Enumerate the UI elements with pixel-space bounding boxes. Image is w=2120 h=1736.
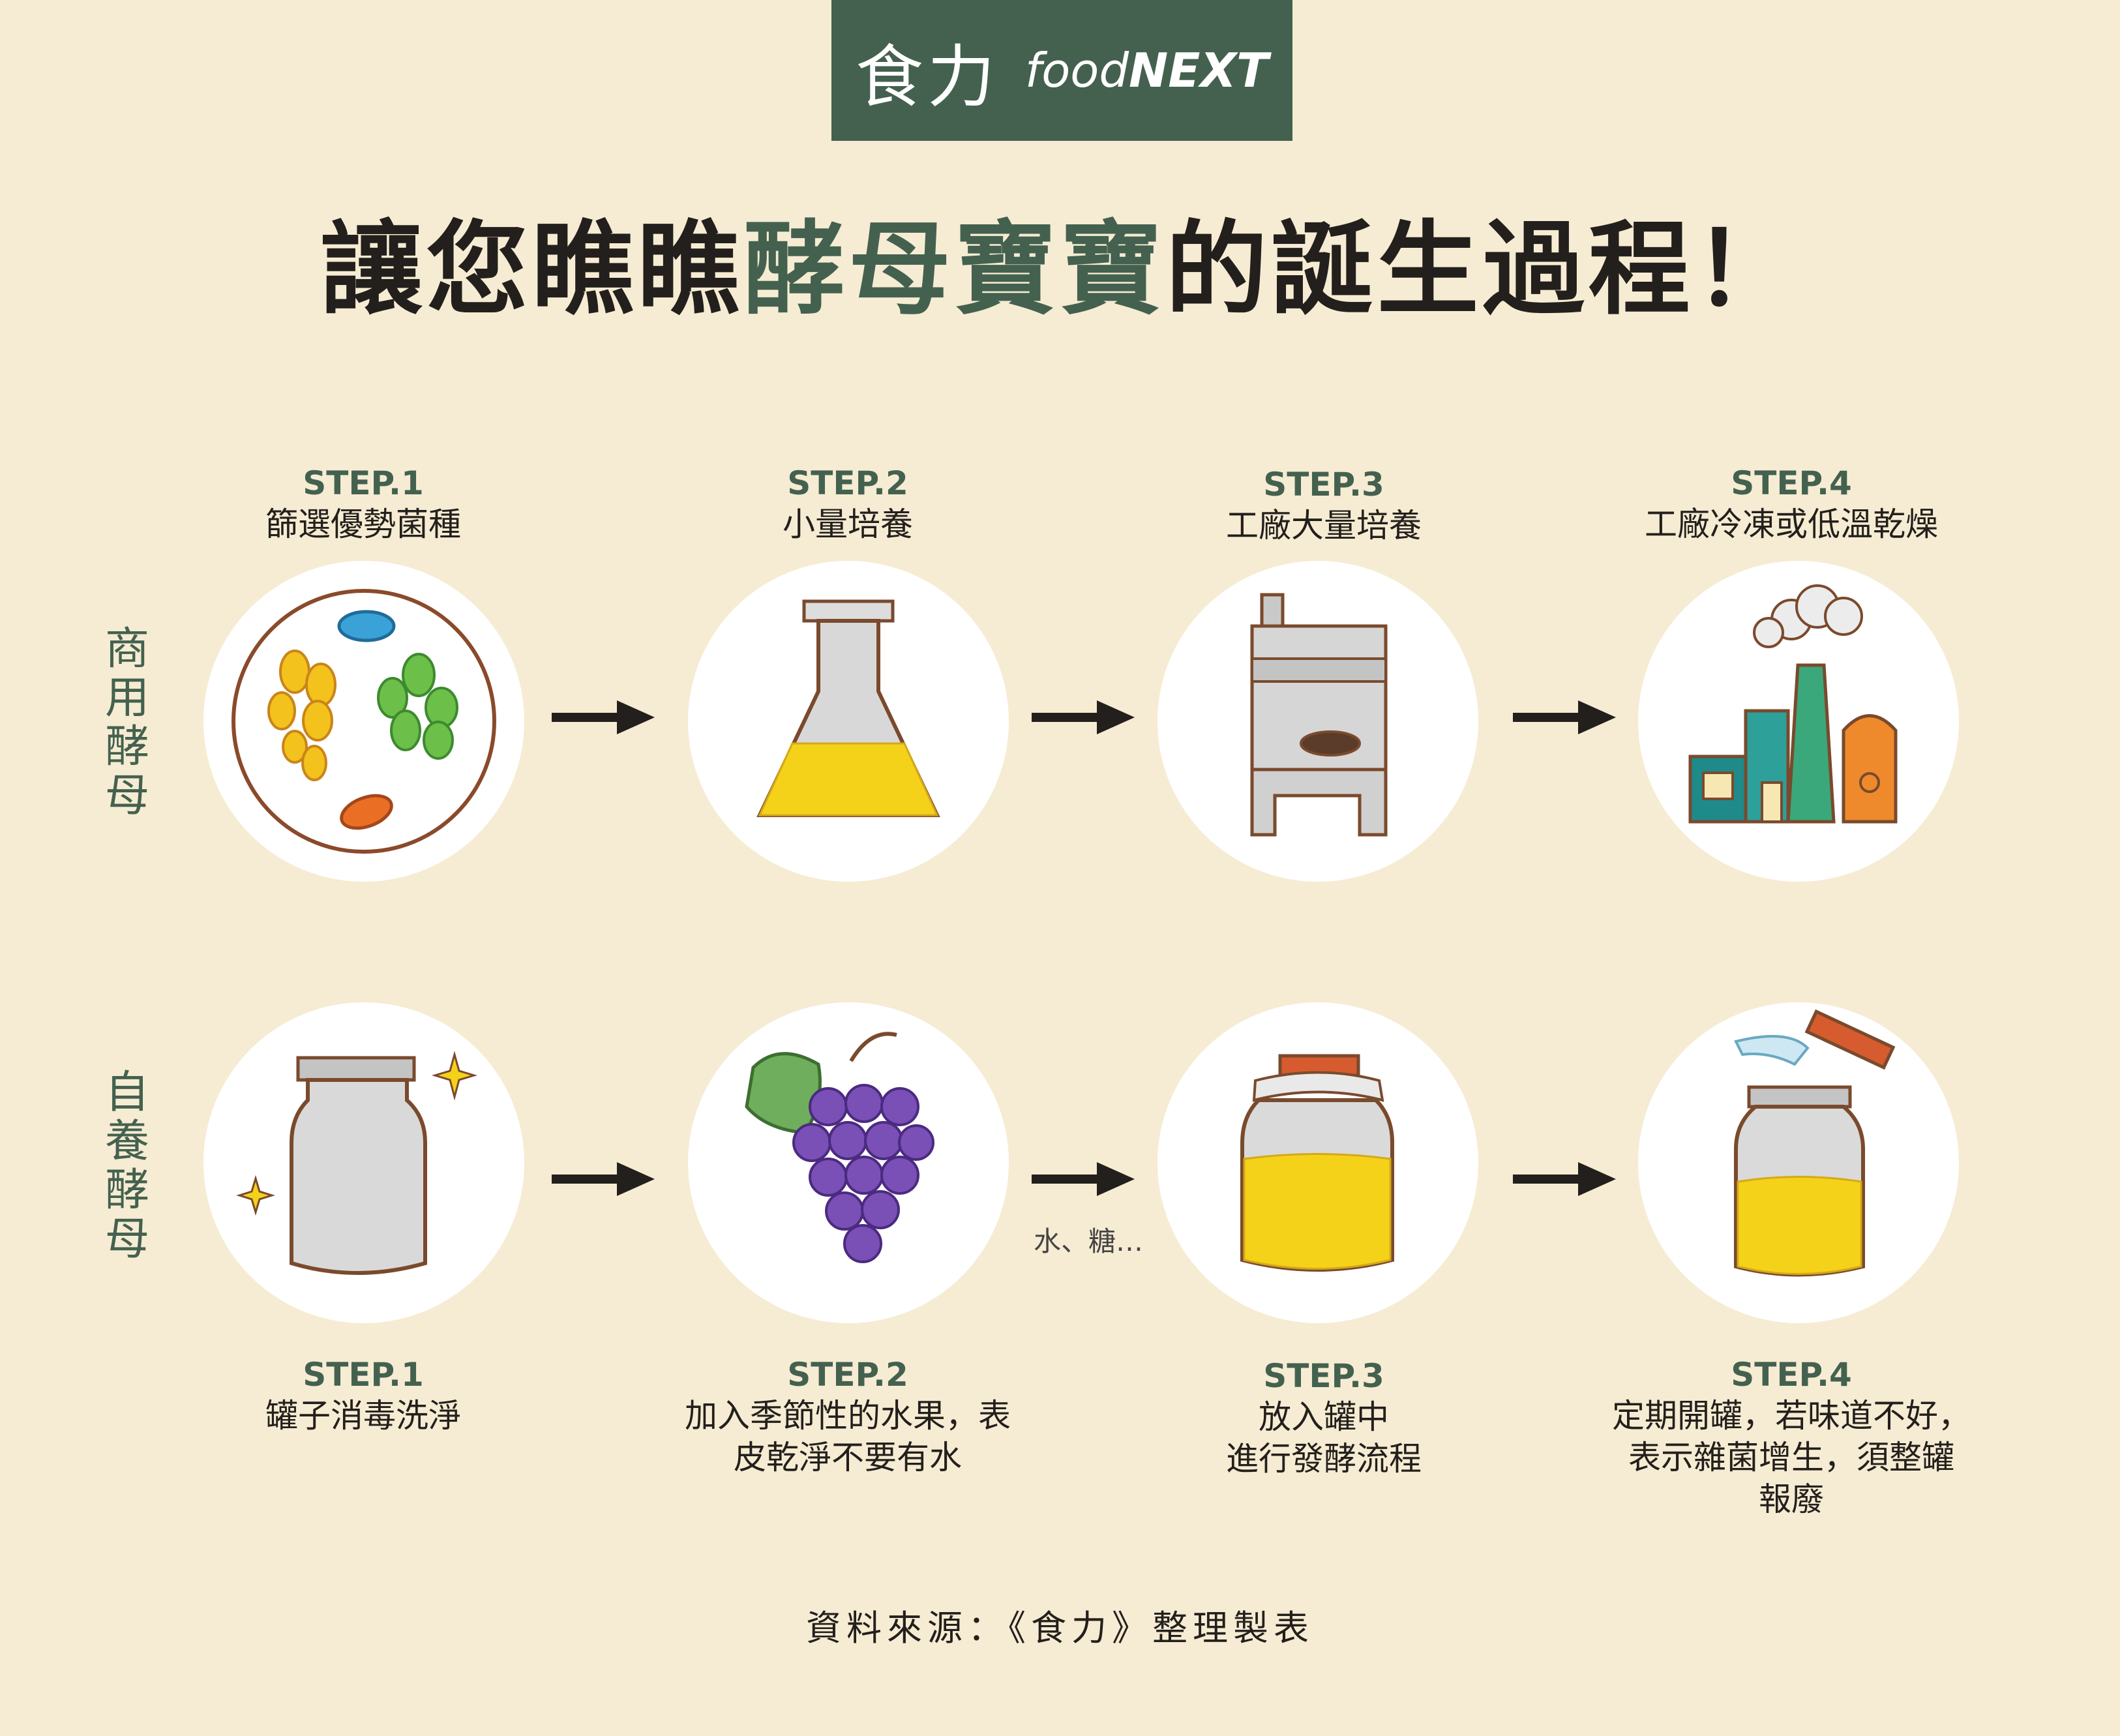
step-description: 罐子消毒洗淨 — [265, 1397, 461, 1435]
step-description: 小量培養 — [783, 505, 913, 543]
step-description-line-1: 定期開罐，若味道不好， — [1612, 1397, 1971, 1435]
flask-icon — [756, 599, 940, 817]
petri-dish-icon — [231, 589, 496, 854]
logo-en-food: food — [1024, 43, 1129, 98]
opened-jar-illustration — [1638, 1002, 1959, 1323]
logo-en-text: foodNEXT — [1025, 43, 1268, 98]
step-description-line-3: 報廢 — [1759, 1480, 1824, 1518]
homemade-step-1: STEP.1 罐子消毒洗淨 — [128, 1354, 598, 1437]
step-number: STEP.4 — [1731, 464, 1852, 502]
step-description-line-1: 加入季節性的水果，表 — [685, 1397, 1011, 1435]
factory-tank-illustration — [1157, 561, 1478, 882]
grape-illustration — [688, 1002, 1009, 1323]
water-sugar-hint: 水、糖… — [1034, 1225, 1144, 1257]
page-title: 讓您瞧瞧酵母寶寶的誕生過程！ — [0, 218, 2120, 320]
step-number: STEP.3 — [1263, 466, 1384, 503]
arrow-right-icon — [1513, 1162, 1616, 1196]
grapes-icon — [745, 1032, 934, 1263]
step-number: STEP.1 — [303, 1356, 424, 1394]
step-description-line-2: 皮乾淨不要有水 — [734, 1439, 962, 1476]
row-label-commercial: 商用酵母 — [104, 623, 149, 822]
title-part2: 的誕生過程！ — [1165, 210, 1800, 329]
arrow-right-icon — [1032, 1162, 1135, 1196]
step-number: STEP.2 — [787, 464, 908, 502]
step-description: 工廠冷凍或低溫乾燥 — [1645, 505, 1938, 543]
petri-dish-illustration — [203, 561, 524, 882]
step-number: STEP.4 — [1731, 1356, 1852, 1394]
step-number: STEP.3 — [1263, 1357, 1384, 1395]
homemade-step-4: STEP.4 定期開罐，若味道不好， 表示雜菌增生，須整罐 報廢 — [1557, 1354, 2026, 1520]
fermenting-jar-icon — [1240, 1054, 1394, 1272]
logo-zh-text: 食力 — [855, 37, 999, 117]
step-description-line-1: 放入罐中 — [1259, 1398, 1389, 1436]
step-description: 篩選優勢菌種 — [265, 505, 461, 543]
logo-en-next: NEXT — [1129, 43, 1269, 98]
arrow-right-icon — [1032, 700, 1135, 734]
row-label-homemade: 自養酵母 — [104, 1067, 149, 1265]
arrow-right-icon — [552, 1162, 655, 1196]
step-description-line-2: 表示雜菌增生，須整罐 — [1628, 1439, 1954, 1476]
commercial-step-3: STEP.3 工廠大量培養 — [1089, 464, 1559, 546]
arrow-right-icon — [1513, 700, 1616, 734]
title-part1: 讓您瞧瞧 — [320, 210, 743, 329]
step-number: STEP.2 — [787, 1356, 908, 1394]
source-note: 資料來源：《食力》整理製表 — [806, 1608, 1314, 1649]
homemade-step-3: STEP.3 放入罐中 進行發酵流程 — [1089, 1356, 1559, 1480]
commercial-step-1: STEP.1 篩選優勢菌種 — [128, 463, 598, 545]
foodnext-logo: 食力 foodNEXT — [831, 0, 1292, 141]
commercial-step-2: STEP.2 小量培養 — [613, 463, 1082, 545]
title-highlight: 酵母寶寶 — [743, 210, 1166, 329]
homemade-step-2: STEP.2 加入季節性的水果，表 皮乾淨不要有水 — [613, 1354, 1082, 1478]
step-description-line-2: 進行發酵流程 — [1226, 1440, 1422, 1478]
empty-jar-icon — [236, 1051, 478, 1275]
factory-icon — [1688, 584, 1898, 824]
commercial-step-4: STEP.4 工廠冷凍或低溫乾燥 — [1557, 463, 2026, 545]
fermenting-jar-illustration — [1157, 1002, 1478, 1323]
factory-illustration — [1638, 561, 1959, 882]
step-number: STEP.1 — [303, 464, 424, 502]
opened-jar-icon — [1734, 1009, 1896, 1277]
fermentation-tank-icon — [1250, 593, 1388, 837]
arrow-right-icon — [552, 700, 655, 734]
flask-illustration — [688, 561, 1009, 882]
empty-jar-illustration — [203, 1002, 524, 1323]
step-description: 工廠大量培養 — [1226, 507, 1422, 545]
